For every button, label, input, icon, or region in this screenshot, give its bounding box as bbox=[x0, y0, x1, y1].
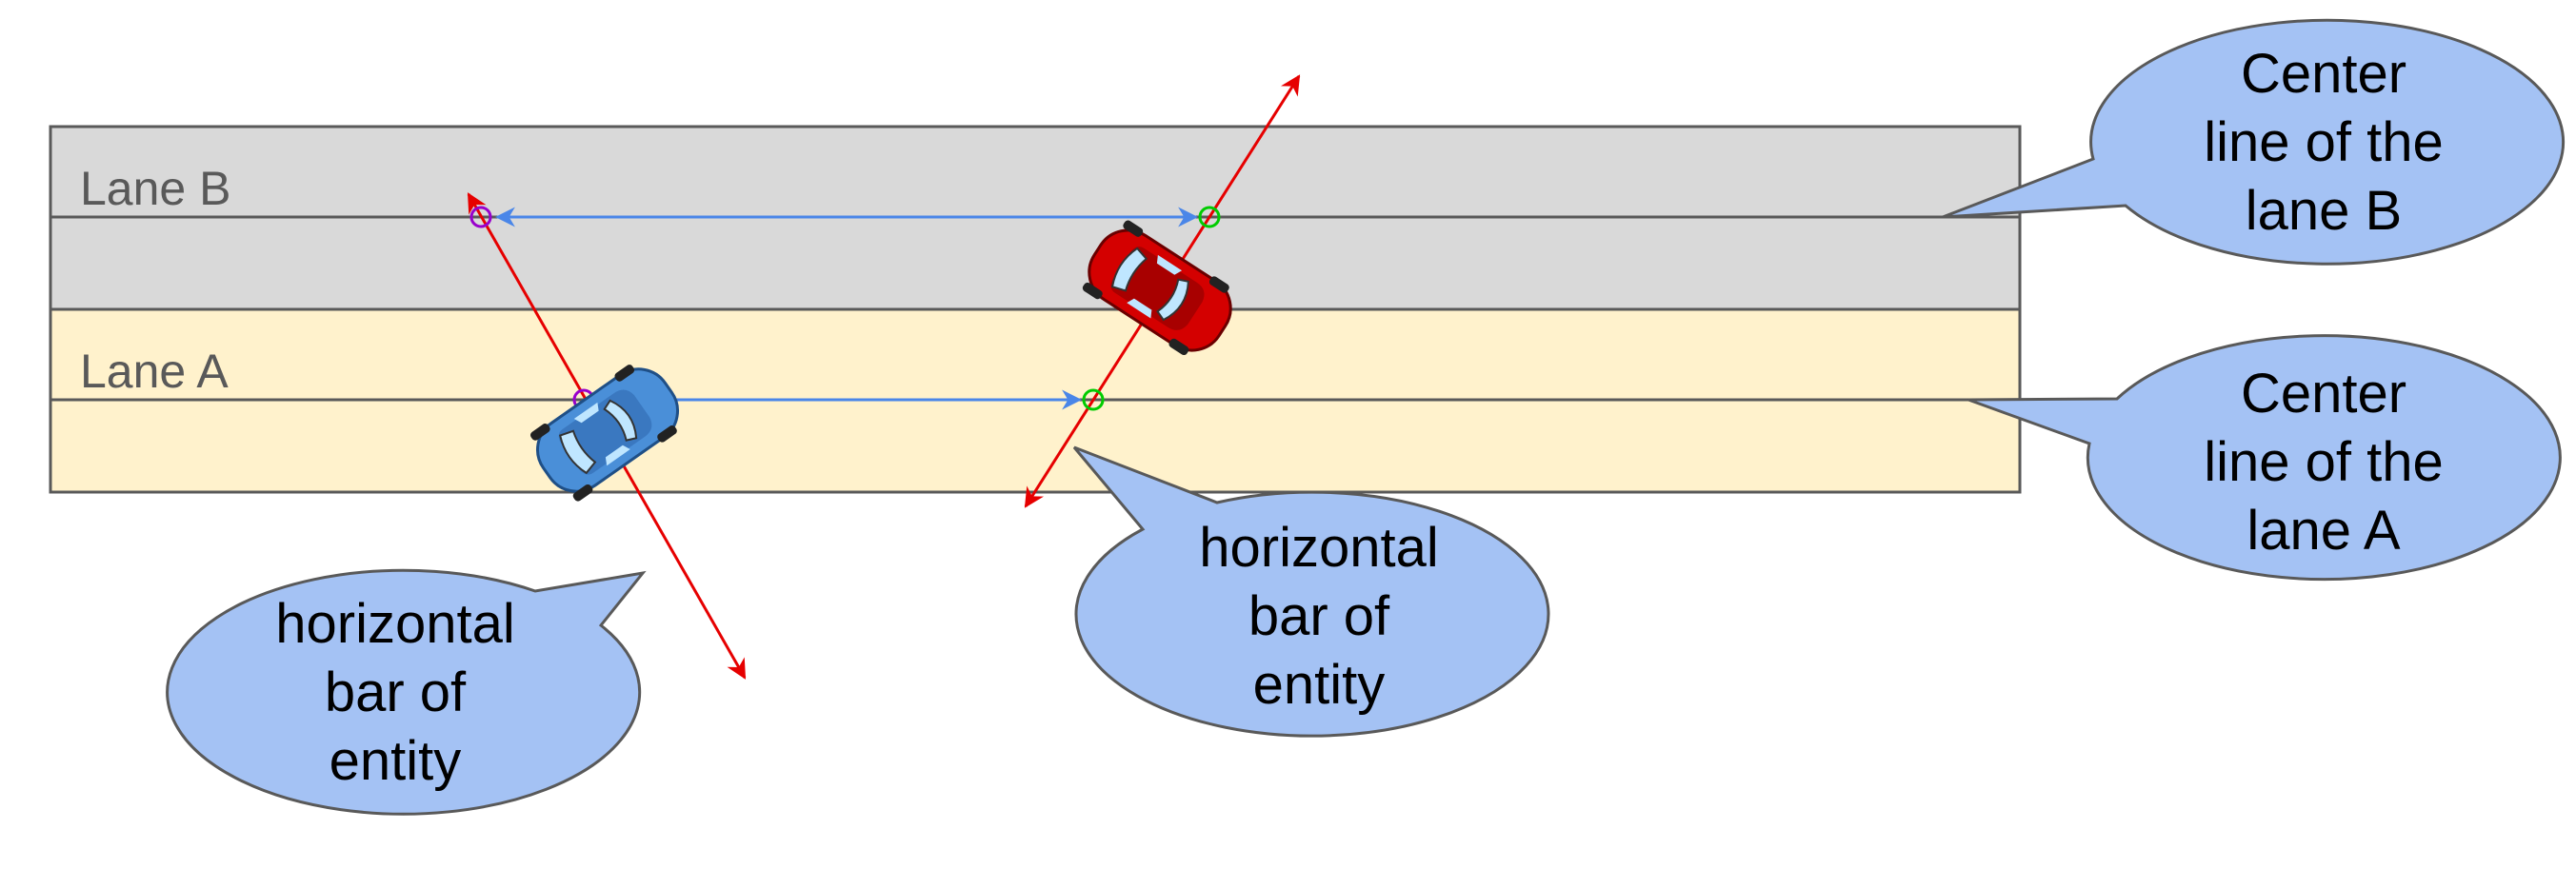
callout-line: bar of bbox=[324, 662, 467, 723]
callout-lane-a-center-text: Center line of the lane A bbox=[2181, 360, 2466, 565]
callout-line: horizontal bbox=[1199, 517, 1439, 579]
callout-bar-red-text: horizontal bar of entity bbox=[1176, 514, 1462, 720]
callout-line: line of the bbox=[2204, 111, 2444, 173]
callout-line: Center bbox=[2240, 363, 2407, 425]
callout-line: entity bbox=[1252, 654, 1386, 716]
callout-line: lane A bbox=[2247, 500, 2401, 562]
callout-lane-b-center bbox=[1942, 18, 2566, 266]
callout-lane-b-center-text: Center line of the lane B bbox=[2181, 40, 2466, 246]
lane-b-label: Lane B bbox=[80, 162, 231, 215]
blue-car-icon bbox=[529, 365, 679, 502]
intersection-marker-green-lane-a bbox=[1082, 388, 1105, 411]
callout-bar-red bbox=[1072, 445, 1550, 738]
callout-line: Center bbox=[2240, 43, 2407, 105]
callout-bar-blue-text: horizontal bar of entity bbox=[252, 590, 538, 796]
red-car-icon bbox=[1082, 220, 1232, 356]
intersection-marker-green-lane-b bbox=[1198, 206, 1221, 228]
callout-line: horizontal bbox=[275, 593, 515, 655]
callout-line: bar of bbox=[1248, 585, 1390, 647]
callout-line: line of the bbox=[2204, 431, 2444, 493]
callout-lane-a-center bbox=[1967, 334, 2562, 582]
lane-a-label: Lane A bbox=[80, 345, 229, 398]
callout-line: entity bbox=[329, 730, 462, 792]
intersection-marker-purple-lane-b bbox=[469, 206, 492, 228]
callout-line: lane B bbox=[2245, 180, 2403, 242]
